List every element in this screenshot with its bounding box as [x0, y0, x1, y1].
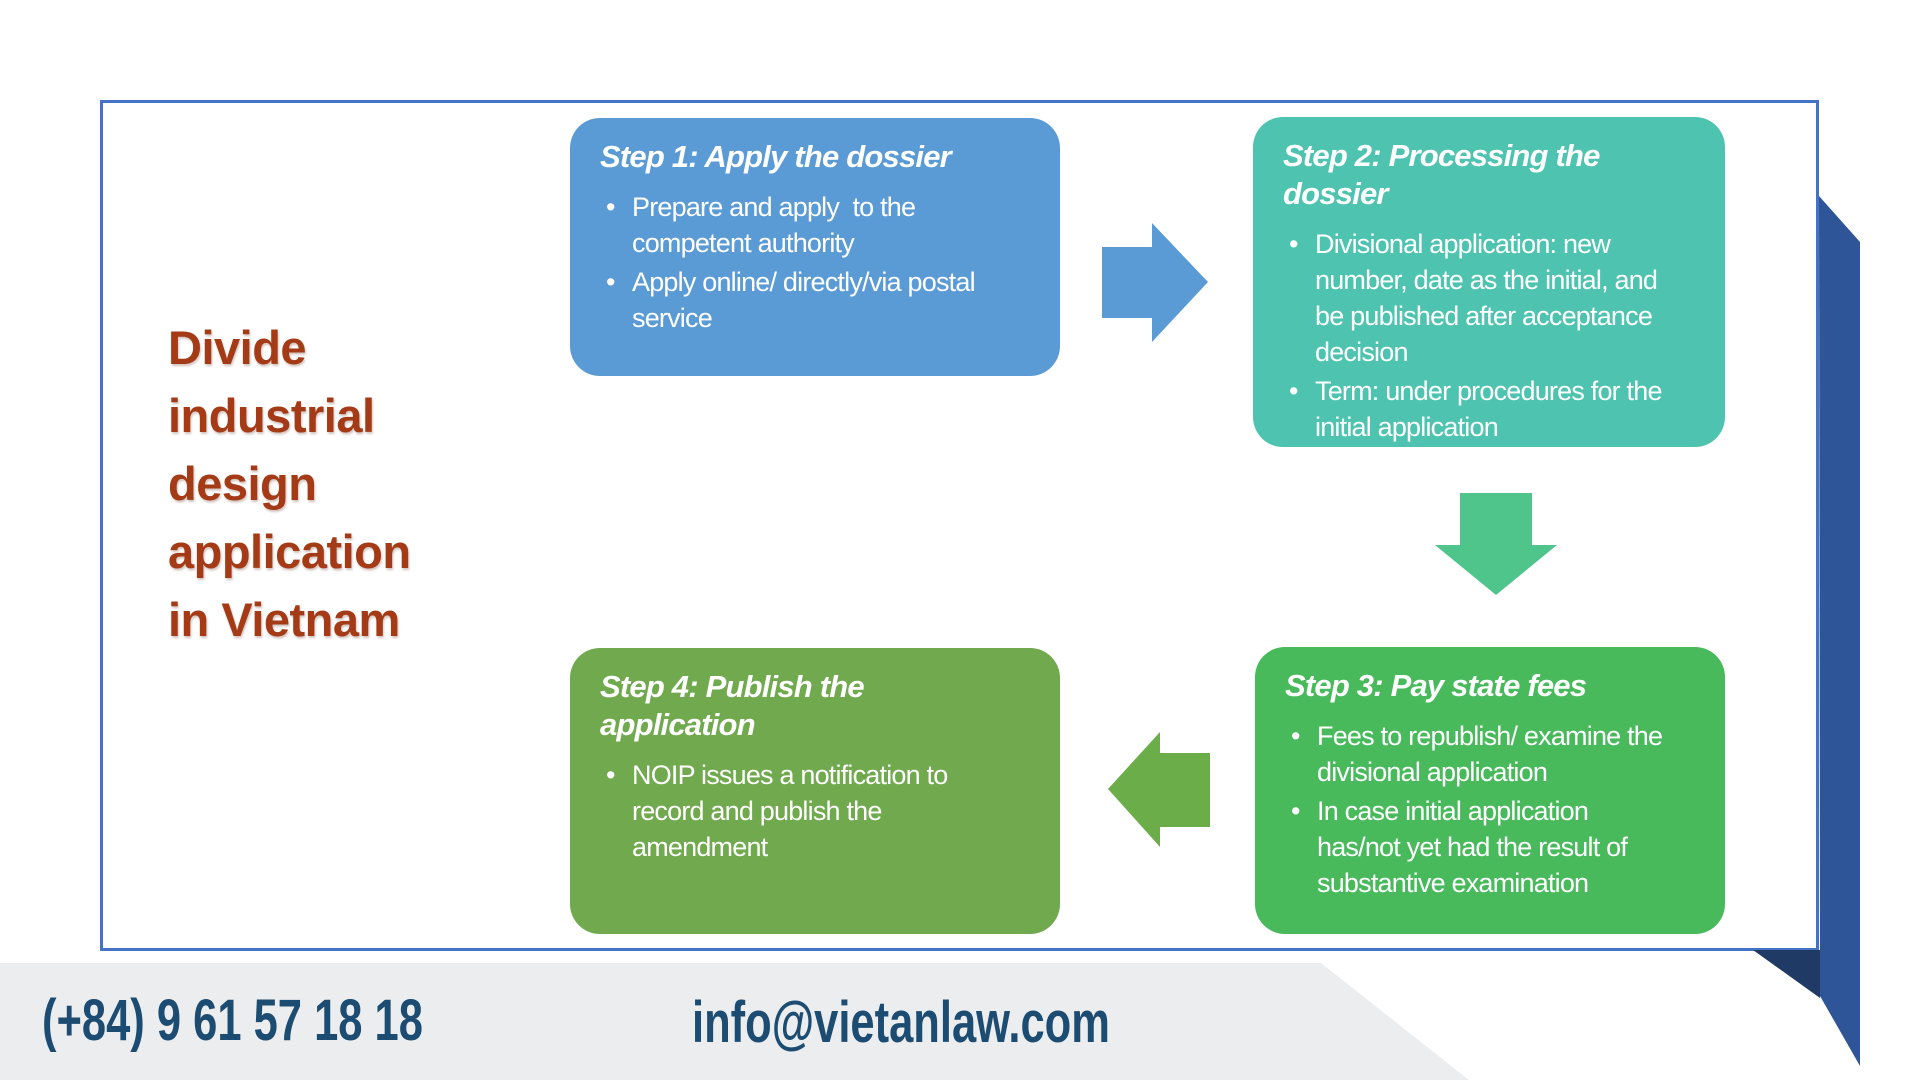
step-1-box: Step 1: Apply the dossier Prepare and ap… — [570, 118, 1060, 376]
arrow-right-icon — [1102, 223, 1208, 342]
step-3-box: Step 3: Pay state fees Fees to republish… — [1255, 647, 1725, 934]
bullet-item: Fees to republish/ examine the divisiona… — [1285, 718, 1713, 790]
step-4-bullet-list: NOIP issues a notification to record and… — [600, 757, 1048, 865]
step-3-bullet-list: Fees to republish/ examine the divisiona… — [1285, 718, 1713, 901]
bullet-item: Term: under procedures for the initial a… — [1283, 373, 1713, 445]
arrow-left-icon — [1108, 732, 1210, 847]
footer-bar — [0, 963, 1469, 1080]
step-1-title: Step 1: Apply the dossier — [600, 139, 952, 174]
arrow-left-shape — [1108, 732, 1210, 847]
arrow-right-shape — [1102, 223, 1208, 342]
email-address: info@vietanlaw.com — [692, 990, 1110, 1055]
phone-number: (+84) 9 61 57 18 18 — [42, 988, 423, 1053]
arrow-down-shape — [1435, 493, 1557, 595]
bullet-item: In case initial application has/not yet … — [1285, 793, 1713, 901]
arrow-down-icon — [1435, 493, 1557, 595]
bullet-item: Apply online/ directly/via postal servic… — [600, 264, 1048, 336]
bullet-item: Divisional application: new number, date… — [1283, 226, 1713, 370]
step-4-box: Step 4: Publish the application NOIP iss… — [570, 648, 1060, 934]
page-title: Divide industrial design application in … — [168, 321, 411, 646]
step-2-bullet-list: Divisional application: new number, date… — [1283, 226, 1713, 445]
bullet-item: NOIP issues a notification to record and… — [600, 757, 1048, 865]
ribbon-band-shape — [1819, 196, 1860, 1066]
bullet-item: Prepare and apply to the competent autho… — [600, 189, 1048, 261]
step-2-box: Step 2: Processing the dossier Divisiona… — [1253, 117, 1725, 447]
step-1-bullet-list: Prepare and apply to the competent autho… — [600, 189, 1048, 336]
corner-ribbon — [1753, 196, 1860, 1066]
step-4-title: Step 4: Publish the application — [600, 669, 865, 742]
ribbon-fold-shape — [1753, 950, 1820, 998]
step-3-title: Step 3: Pay state fees — [1285, 668, 1587, 703]
step-2-title: Step 2: Processing the dossier — [1283, 138, 1600, 211]
